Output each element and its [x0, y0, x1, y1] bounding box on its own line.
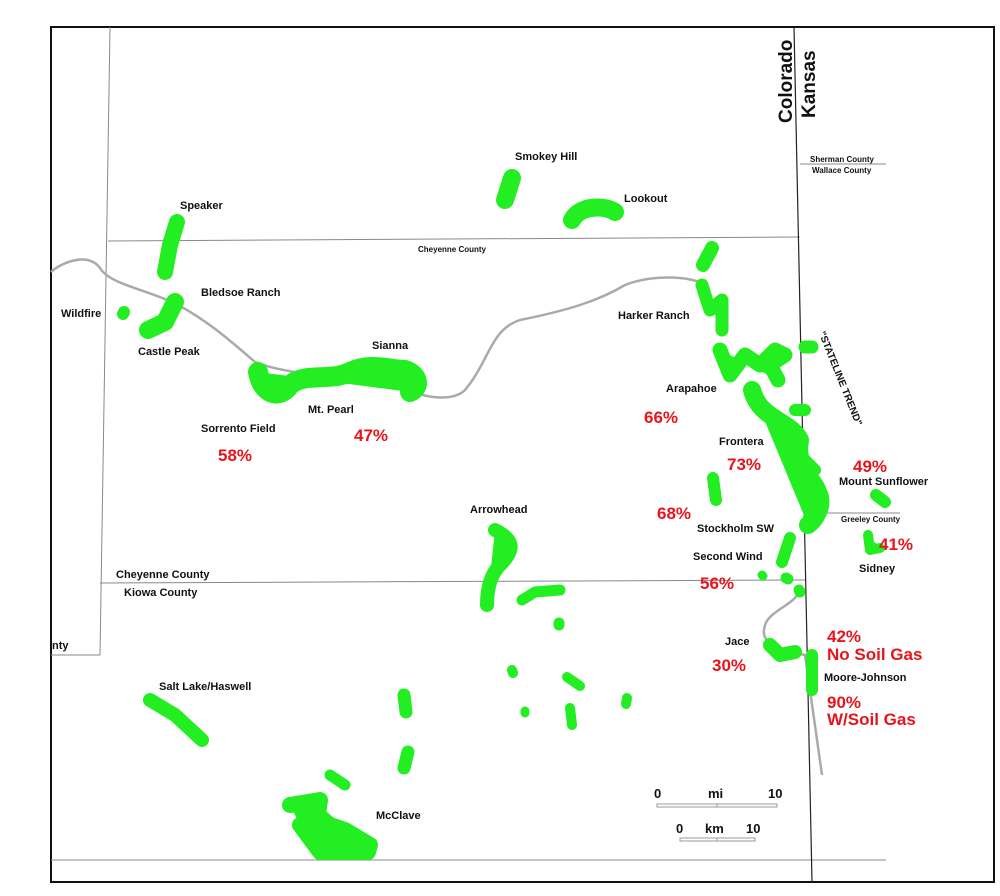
field-label: Salt Lake/Haswell — [159, 681, 252, 693]
field-label: Second Wind — [693, 551, 763, 563]
county-label: Kiowa County — [124, 587, 198, 599]
percent-label: 42% — [827, 627, 862, 646]
field-label: Mt. Pearl — [308, 404, 354, 416]
field-salt-lake — [143, 693, 209, 747]
field-mcclave — [282, 792, 378, 860]
field-label: Wildfire — [61, 308, 102, 320]
percent-label: 41% — [879, 535, 914, 554]
percent-label: 68% — [657, 504, 692, 523]
field-sianna — [248, 356, 427, 404]
field-arrowhead — [480, 523, 518, 612]
field-label: Bledsoe Ranch — [201, 287, 281, 299]
percent-label: 30% — [712, 656, 747, 675]
field-sidney — [863, 530, 885, 555]
percent-label: 49% — [853, 457, 888, 476]
field-label: Smokey Hill — [515, 151, 578, 163]
state-label-kansas: Kansas — [799, 50, 820, 118]
county-label: nty — [52, 640, 69, 652]
county-label: Cheyenne County — [418, 245, 487, 254]
field-second-wind — [776, 532, 796, 568]
field-wildfire — [117, 306, 130, 320]
field-label: Jace — [725, 636, 750, 648]
percent-label: No Soil Gas — [827, 645, 923, 664]
percent-label: 73% — [727, 455, 762, 474]
field-label: Lookout — [624, 193, 668, 205]
field-label: McClave — [376, 810, 421, 822]
field-label: Sorrento Field — [201, 423, 276, 435]
percent-label: 47% — [354, 426, 389, 445]
field-label: Harker Ranch — [618, 310, 690, 322]
field-label: Mount Sunflower — [839, 476, 929, 488]
map-frame — [50, 26, 995, 883]
field-speaker — [157, 214, 185, 280]
scale-mi-end: 10 — [768, 786, 783, 801]
field-label: Sianna — [372, 340, 409, 352]
field-label: Castle Peak — [138, 346, 200, 358]
scale-mi-start: 0 — [654, 786, 662, 801]
field-label: Sidney — [859, 563, 896, 575]
field-harker-2 — [695, 278, 729, 337]
field-polygons — [117, 169, 891, 860]
field-label: Stockholm SW — [697, 523, 775, 535]
percent-label: W/Soil Gas — [827, 710, 916, 729]
percent-label: 56% — [700, 574, 735, 593]
field-harker-1 — [696, 241, 719, 272]
field-label: Arapahoe — [666, 383, 717, 395]
field-arapahoe — [712, 342, 793, 388]
field-mount-sunflower — [870, 489, 891, 508]
county-label: Greeley County — [841, 515, 901, 524]
county-label: Wallace County — [812, 166, 872, 175]
county-label: Sherman County — [810, 155, 875, 164]
state-label-colorado: Colorado — [776, 39, 797, 123]
scale-bars — [656, 803, 778, 842]
field-stockholm — [707, 472, 722, 506]
scale-km-end: 10 — [746, 821, 761, 836]
percent-label: 90% — [827, 693, 862, 712]
county-label: Cheyenne County — [116, 569, 210, 581]
scale-mi-unit: mi — [708, 786, 724, 801]
percent-label: 58% — [218, 446, 253, 465]
field-label: Moore-Johnson — [824, 672, 907, 684]
field-lookout — [563, 198, 624, 229]
field-label: Speaker — [180, 200, 223, 212]
field-smokey-hill — [496, 169, 521, 209]
field-label: Arrowhead — [470, 504, 528, 516]
pipeline — [50, 258, 824, 776]
field-jace — [763, 638, 802, 662]
county-lines — [51, 26, 900, 861]
scale-km-unit: km — [705, 821, 724, 836]
field-castle-peak — [139, 293, 184, 339]
field-label: Frontera — [719, 436, 764, 448]
percent-label: 66% — [644, 408, 679, 427]
scale-km-start: 0 — [676, 821, 684, 836]
field-frontera — [743, 381, 830, 534]
